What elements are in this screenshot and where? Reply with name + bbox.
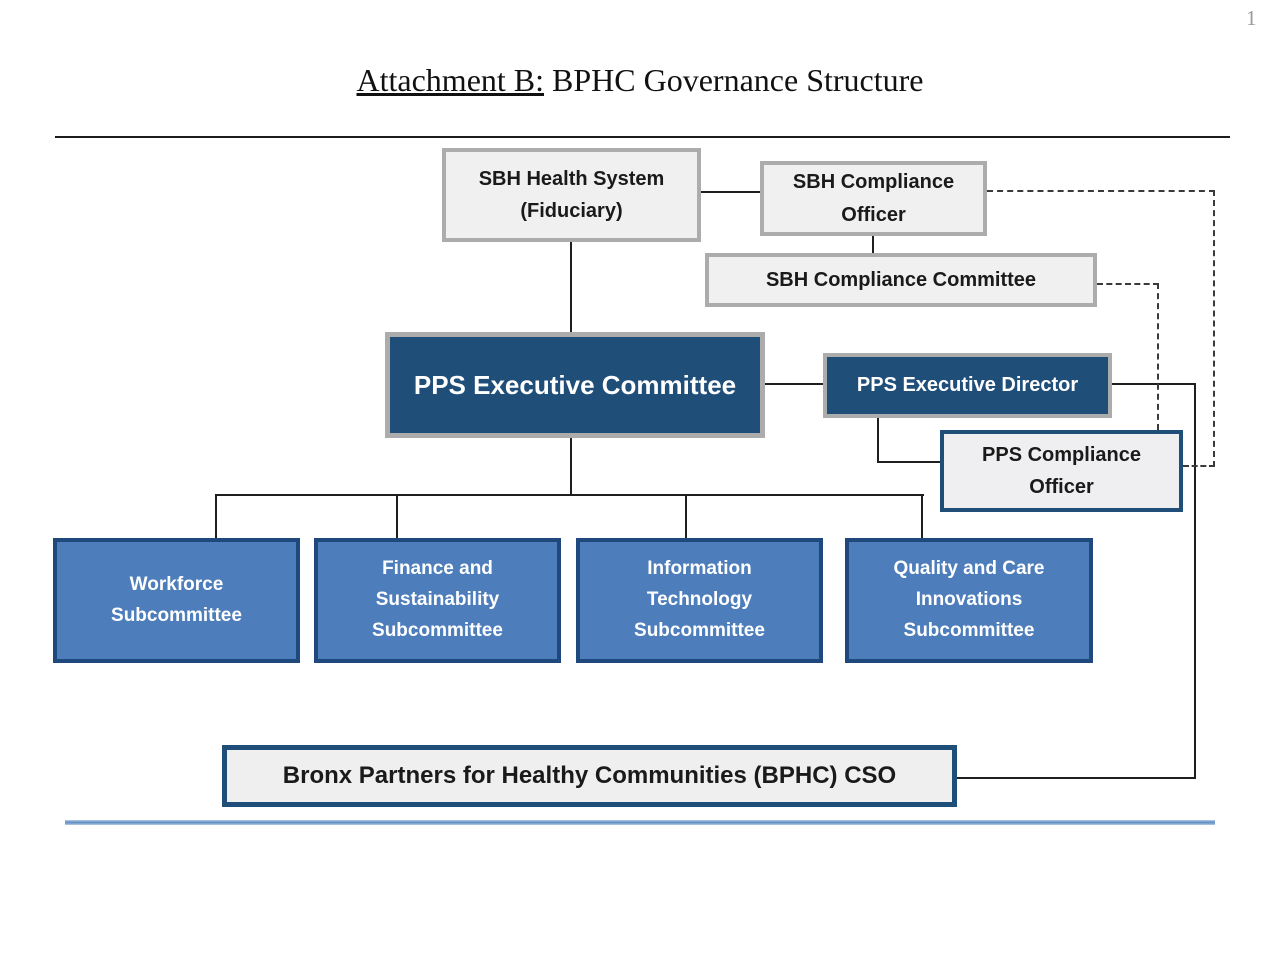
quality-subcommittee-box: Quality and Care Innovations Subcommitte… (845, 538, 1093, 663)
sbh-health-system-label: SBH Health System (Fiduciary) (478, 167, 665, 222)
connector-right-vertical-to-cso (1194, 383, 1196, 779)
slide-number: 1 (1246, 6, 1257, 30)
sbh-compliance-committee-box: SBH Compliance Committee (705, 253, 1097, 307)
finance-subcommittee-label: Finance and Sustainability Subcommittee (372, 558, 503, 641)
pps-compliance-officer-box: PPS Compliance Officer (940, 430, 1183, 512)
connector-cso-right (957, 777, 1196, 779)
connector-healthsystem-to-complianceofficer (700, 191, 760, 193)
dashed-compliancecommittee-right (1097, 283, 1159, 285)
connector-drop-it (685, 494, 687, 538)
connector-execdirector-right (1112, 383, 1196, 385)
connector-healthsystem-to-execcommittee (570, 241, 572, 332)
pps-executive-director-label: PPS Executive Director (856, 374, 1079, 397)
sbh-compliance-officer-label: SBH Compliance Officer (792, 171, 955, 226)
sbh-health-system-box: SBH Health System (Fiduciary) (442, 148, 701, 242)
connector-execcommittee-to-execdirector (765, 383, 823, 385)
connector-complianceofficer-to-compliancecommittee (872, 235, 874, 255)
finance-subcommittee-box: Finance and Sustainability Subcommittee (314, 538, 561, 663)
bphc-cso-label: Bronx Partners for Healthy Communities (… (282, 761, 897, 789)
quality-subcommittee-label: Quality and Care Innovations Subcommitte… (893, 558, 1045, 641)
sbh-compliance-committee-label: SBH Compliance Committee (765, 268, 1037, 291)
it-subcommittee-label: Information Technology Subcommittee (634, 558, 765, 641)
title-divider-line (55, 136, 1230, 138)
dashed-to-ppscomplianceofficer (1183, 465, 1215, 467)
pps-executive-committee-box: PPS Executive Committee (385, 332, 765, 438)
dashed-complianceofficer-right (987, 190, 1215, 192)
workforce-subcommittee-label: Workforce Subcommittee (111, 573, 242, 626)
dashed-compliancecommittee-down (1157, 283, 1159, 430)
sbh-compliance-officer-box: SBH Compliance Officer (760, 161, 987, 236)
connector-execdirector-down (877, 418, 879, 463)
workforce-subcommittee-box: Workforce Subcommittee (53, 538, 300, 663)
connector-execdirector-to-ppscompliance (877, 461, 940, 463)
connector-drop-finance (396, 494, 398, 538)
connector-drop-workforce (215, 494, 217, 538)
slide-title: Attachment B: BPHC Governance Structure (0, 62, 1280, 99)
dashed-complianceofficer-down (1213, 190, 1215, 467)
title-attachment-label: Attachment B: (356, 62, 545, 98)
connector-drop-quality (921, 494, 923, 538)
bottom-divider-line (65, 820, 1215, 825)
pps-executive-committee-label: PPS Executive Committee (413, 369, 737, 400)
connector-execcommittee-to-branch (570, 438, 572, 496)
it-subcommittee-box: Information Technology Subcommittee (576, 538, 823, 663)
title-main-text: BPHC Governance Structure (544, 62, 924, 98)
pps-compliance-officer-label: PPS Compliance Officer (982, 443, 1141, 498)
pps-executive-director-box: PPS Executive Director (823, 353, 1112, 418)
bphc-cso-box: Bronx Partners for Healthy Communities (… (222, 745, 957, 807)
connector-branch-horizontal (216, 494, 924, 496)
